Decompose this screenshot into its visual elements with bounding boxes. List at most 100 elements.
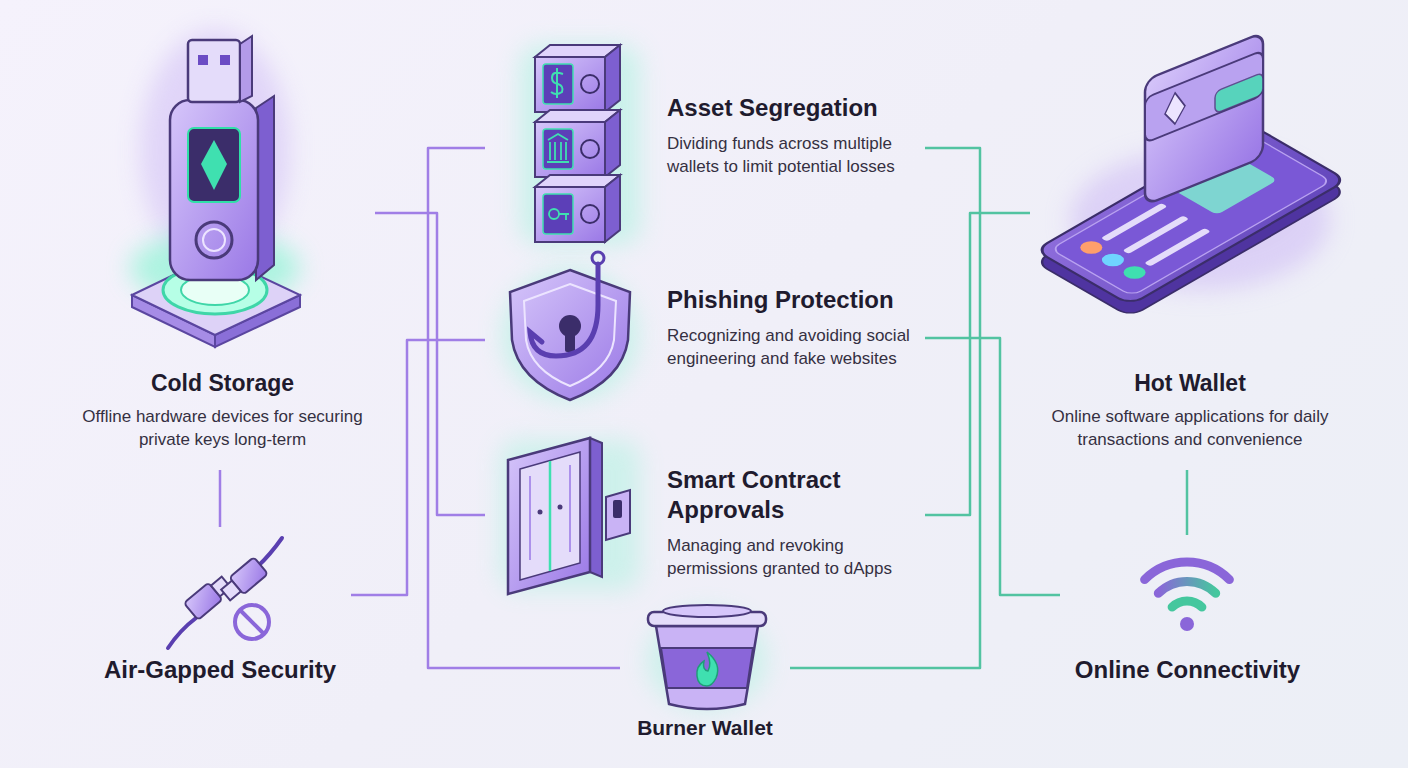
hardware-wallet-icon bbox=[130, 30, 300, 347]
connector-line bbox=[428, 148, 620, 668]
phone-wallet-icon bbox=[1035, 32, 1347, 317]
stacked-safes-icon-part bbox=[520, 45, 640, 245]
connector-line bbox=[219, 470, 222, 527]
burner-cup-icon bbox=[647, 605, 767, 710]
concept-node: Smart Contract ApprovalsManaging and rev… bbox=[485, 435, 925, 585]
concept-node: Asset SegregationDividing funds across m… bbox=[485, 60, 925, 236]
concept-node: Online Connectivity bbox=[1060, 535, 1315, 690]
text-column: Hot WalletOnline software applications f… bbox=[1030, 20, 1350, 451]
shield-hook-icon-part bbox=[530, 264, 598, 356]
stacked-safes-icon-part bbox=[543, 64, 573, 104]
gate-icon-part bbox=[508, 438, 590, 594]
stacked-safes-icon-part bbox=[605, 45, 620, 112]
wifi-icon-part bbox=[1172, 601, 1202, 607]
node-title: Online Connectivity bbox=[1060, 655, 1315, 685]
stacked-safes-icon-part bbox=[547, 134, 569, 162]
burner-cup-icon-part bbox=[656, 626, 758, 709]
phone-wallet-icon-part-part bbox=[1145, 50, 1263, 143]
stacked-safes-icon-part bbox=[535, 122, 605, 177]
phone-wallet-icon-part-part bbox=[1215, 72, 1263, 113]
gate-icon-part bbox=[606, 490, 630, 540]
shield-hook-icon-part bbox=[502, 269, 638, 401]
concept-node: Hot WalletOnline software applications f… bbox=[1030, 20, 1350, 470]
burner-cup-icon-part bbox=[661, 648, 753, 688]
gate-icon-part bbox=[529, 476, 531, 560]
icon-space bbox=[485, 262, 667, 402]
node-description: Dividing funds across multiple wallets t… bbox=[667, 132, 912, 178]
wifi-icon-part bbox=[1158, 581, 1215, 593]
node-title: Cold Storage bbox=[70, 368, 375, 398]
hardware-wallet-icon-part bbox=[201, 140, 227, 190]
phone-wallet-icon-part-part bbox=[1097, 251, 1128, 269]
shield-hook-icon bbox=[502, 252, 638, 401]
gate-icon-part bbox=[558, 505, 563, 510]
shield-hook-icon-part bbox=[565, 330, 575, 352]
unplugged-cables-icon-part bbox=[258, 538, 282, 566]
phone-wallet-icon-part-part bbox=[1165, 89, 1185, 128]
unplugged-cables-icon bbox=[168, 538, 282, 648]
shield-hook-icon-part bbox=[524, 284, 616, 386]
concept-node: Air-Gapped Security bbox=[89, 527, 351, 692]
connector-line bbox=[1186, 470, 1189, 535]
unplugged-cables-icon-part bbox=[240, 610, 264, 634]
stacked-safes-icon-part bbox=[551, 68, 563, 98]
node-title: Hot Wallet bbox=[1030, 368, 1350, 398]
node-title: Burner Wallet bbox=[620, 713, 790, 743]
node-description: Online software applications for daily t… bbox=[1030, 405, 1350, 451]
connector-line bbox=[790, 148, 980, 668]
hardware-wallet-icon-part bbox=[203, 229, 225, 251]
hardware-wallet-icon-part bbox=[198, 55, 208, 65]
text-column: Cold StorageOffline hardware devices for… bbox=[70, 20, 375, 451]
hardware-wallet-icon-part bbox=[170, 100, 258, 280]
node-title: Asset Segregation bbox=[667, 93, 925, 123]
node-description: Recognizing and avoiding social engineer… bbox=[667, 324, 912, 370]
stacked-safes-icon-part bbox=[535, 57, 605, 112]
unplugged-cables-icon-part bbox=[235, 605, 269, 639]
node-title: Air-Gapped Security bbox=[89, 655, 351, 685]
stacked-safes-icon-part bbox=[605, 110, 620, 177]
gate-icon-part bbox=[538, 510, 543, 515]
text-column: Online Connectivity bbox=[1060, 535, 1315, 685]
gate-icon-part bbox=[520, 452, 580, 580]
text-column: Asset SegregationDividing funds across m… bbox=[667, 60, 925, 236]
node-title: Smart Contract Approvals bbox=[667, 465, 925, 525]
connector-line bbox=[351, 340, 485, 595]
phone-wallet-icon-part-part bbox=[1144, 228, 1211, 267]
wifi-icon bbox=[1145, 562, 1230, 631]
unplugged-cables-icon-part bbox=[219, 557, 268, 603]
stacked-safes-icon-part bbox=[605, 175, 620, 242]
connector-line bbox=[925, 213, 1030, 515]
hardware-wallet-icon-part bbox=[220, 55, 230, 65]
concept-node: Burner Wallet bbox=[620, 600, 790, 740]
connector-line bbox=[925, 338, 1060, 595]
hardware-wallet-icon-part bbox=[188, 40, 240, 102]
hardware-wallet-icon-part bbox=[240, 36, 252, 102]
connector-line bbox=[375, 213, 485, 515]
concept-node: Cold StorageOffline hardware devices for… bbox=[70, 20, 375, 470]
gate-icon-part bbox=[590, 438, 602, 577]
gate-icon bbox=[500, 438, 640, 594]
unplugged-cables-icon-part bbox=[168, 618, 196, 648]
text-column: Burner Wallet bbox=[620, 600, 790, 743]
burner-cup-icon-part bbox=[647, 610, 767, 710]
node-description: Managing and revoking permissions grante… bbox=[667, 534, 912, 580]
stacked-safes-icon bbox=[520, 45, 640, 245]
gate-icon-part bbox=[613, 500, 622, 518]
phone-wallet-icon-part-part bbox=[1076, 239, 1107, 257]
wifi-icon-part bbox=[1180, 617, 1194, 631]
node-title: Phishing Protection bbox=[667, 285, 925, 315]
hardware-wallet-icon-part bbox=[188, 128, 240, 202]
hardware-wallet-icon-part bbox=[196, 222, 232, 258]
stacked-safes-icon-part bbox=[535, 187, 605, 242]
icon-space bbox=[485, 60, 667, 236]
burner-cup-icon-part bbox=[697, 652, 718, 686]
stacked-safes-icon-part bbox=[581, 140, 599, 158]
stacked-safes-icon-part bbox=[543, 129, 573, 169]
stacked-safes-icon-part bbox=[581, 205, 599, 223]
gate-icon-part bbox=[569, 465, 571, 552]
concept-node: Phishing ProtectionRecognizing and avoid… bbox=[485, 262, 925, 402]
phone-wallet-icon-part-part bbox=[1145, 32, 1263, 205]
phone-wallet-icon-part bbox=[1145, 32, 1263, 205]
node-description: Offline hardware devices for securing pr… bbox=[73, 405, 373, 451]
